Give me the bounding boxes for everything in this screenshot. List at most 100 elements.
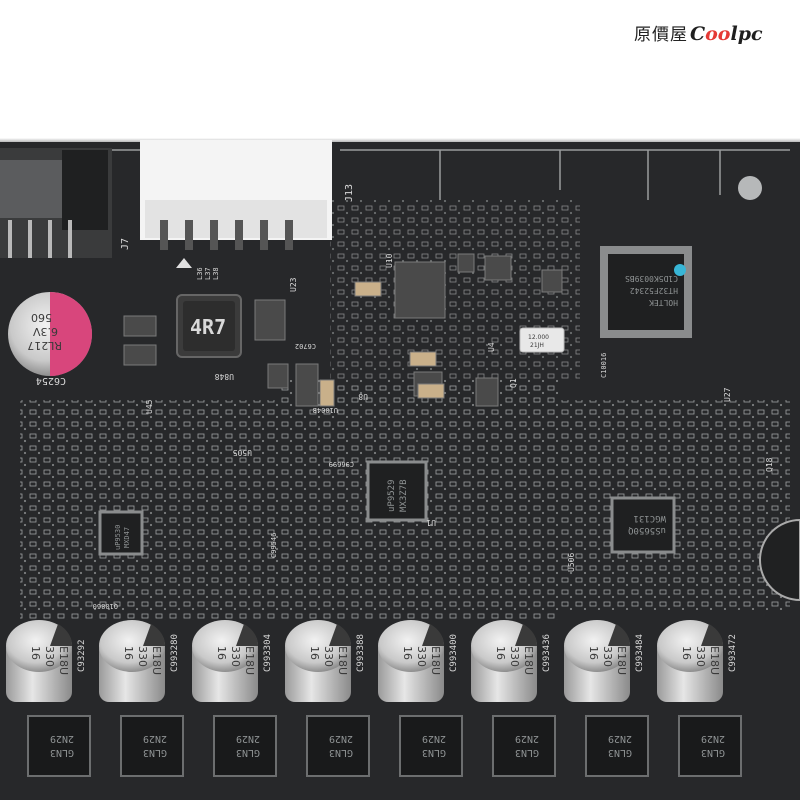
crystal — [519, 327, 565, 353]
watermark-brand: Coolpc — [690, 23, 763, 45]
capacitor-c6254 — [8, 292, 92, 376]
smd-parts-top — [123, 253, 563, 407]
label-c6702: C6702 — [295, 342, 316, 350]
label-l37: L37 — [204, 267, 212, 280]
mounting-hole-right — [758, 518, 800, 602]
capacitor-text: E18U — [429, 646, 442, 675]
capacitor-text: 16 — [680, 646, 693, 660]
right-chip-line1: uS5650Q — [628, 525, 666, 535]
label-u1: U1 — [426, 518, 436, 527]
capacitor-ref: C993388 — [356, 634, 366, 672]
label-u505: U505 — [233, 448, 252, 457]
label-u8: U8 — [358, 392, 368, 401]
mosfet-marking: GLN3 — [701, 747, 725, 758]
label-j7: J7 — [120, 238, 131, 250]
mosfet-marking: 2N29 — [515, 733, 539, 744]
capacitor-text: 330 — [415, 646, 428, 667]
capacitor-ref: C993472 — [728, 634, 738, 672]
crystal-line1: 12.000 — [528, 334, 549, 341]
label-l38: L38 — [212, 267, 220, 280]
label-u1004b: U1004B — [313, 406, 338, 414]
brand-suffix: lpc — [730, 23, 763, 45]
top-cap-line3: RL217 — [27, 339, 62, 352]
capacitor-text: 16 — [308, 646, 321, 660]
capacitor-text: 330 — [508, 646, 521, 667]
capacitor-ref: C993436 — [542, 634, 552, 672]
label-u506: U506 — [567, 553, 576, 572]
controller-chip — [600, 246, 692, 338]
left-chip-line2: MXD47 — [123, 527, 131, 548]
watermark-chinese: 原價屋 — [634, 25, 688, 45]
capacitor-text: 16 — [29, 646, 42, 660]
top-cap-ref: C6254 — [36, 375, 66, 386]
capacitor-text: E18U — [57, 646, 70, 675]
capacitor-text: 16 — [122, 646, 135, 660]
pwm-line2: MX3Z7B — [399, 479, 409, 512]
capacitor-text: E18U — [615, 646, 628, 675]
capacitor-text: 330 — [601, 646, 614, 667]
component-field-left — [20, 400, 280, 620]
label-c99546: C99546 — [270, 533, 278, 558]
mosfet-marking: 2N29 — [329, 733, 353, 744]
capacitor-text: E18U — [243, 646, 256, 675]
capacitor-text: 330 — [694, 646, 707, 667]
mosfet-marking: GLN3 — [608, 747, 632, 758]
capacitor-text: 330 — [43, 646, 56, 667]
capacitor-ref: C993280 — [170, 634, 180, 672]
label-u27: U27 — [723, 387, 732, 402]
label-q18: Q18 — [765, 457, 774, 472]
capacitor-text: 16 — [494, 646, 507, 660]
capacitor-ref: C993400 — [449, 634, 459, 672]
controller-line1: HOLTEK — [649, 298, 678, 307]
capacitor-text: 330 — [322, 646, 335, 667]
controller-line2: HT32F52342 — [630, 286, 678, 295]
watermark: 原價屋 Coolpc — [634, 20, 763, 48]
label-u848: U848 — [215, 372, 234, 381]
capacitor-text: E18U — [708, 646, 721, 675]
inductor-4r7 — [176, 294, 242, 358]
mosfet-row: 2N29GLN32N29GLN32N29GLN32N29GLN32N29GLN3… — [27, 715, 742, 777]
capacitor-text: 330 — [229, 646, 242, 667]
controller-line3: C1D5K0039BS — [625, 274, 678, 283]
label-u45: U45 — [145, 399, 154, 414]
capacitor-text: E18U — [336, 646, 349, 675]
label-q1: Q1 — [509, 378, 518, 388]
pwm-line1: uP9529 — [387, 479, 397, 512]
label-u4: U4 — [487, 342, 496, 352]
label-c10016: C10016 — [600, 353, 608, 378]
capacitor-ref: C993304 — [263, 634, 273, 672]
top-cap-line1: 560 — [31, 311, 52, 324]
label-l36: L36 — [196, 267, 204, 280]
label-u23: U23 — [289, 277, 298, 292]
mosfet-marking: 2N29 — [422, 733, 446, 744]
mosfet-marking: 2N29 — [608, 733, 632, 744]
connector-header — [140, 140, 332, 268]
mosfet-marking: GLN3 — [422, 747, 446, 758]
capacitor-text: 16 — [587, 646, 600, 660]
capacitor-text: 16 — [215, 646, 228, 660]
mosfet-marking: GLN3 — [50, 747, 74, 758]
capacitor-text: 330 — [136, 646, 149, 667]
pwm-chip — [366, 460, 428, 522]
label-u10: U10 — [385, 253, 394, 268]
capacitor-ref: C93292 — [77, 639, 87, 672]
label-j13: J13 — [344, 184, 355, 202]
label-c96699: C96699 — [329, 460, 354, 468]
